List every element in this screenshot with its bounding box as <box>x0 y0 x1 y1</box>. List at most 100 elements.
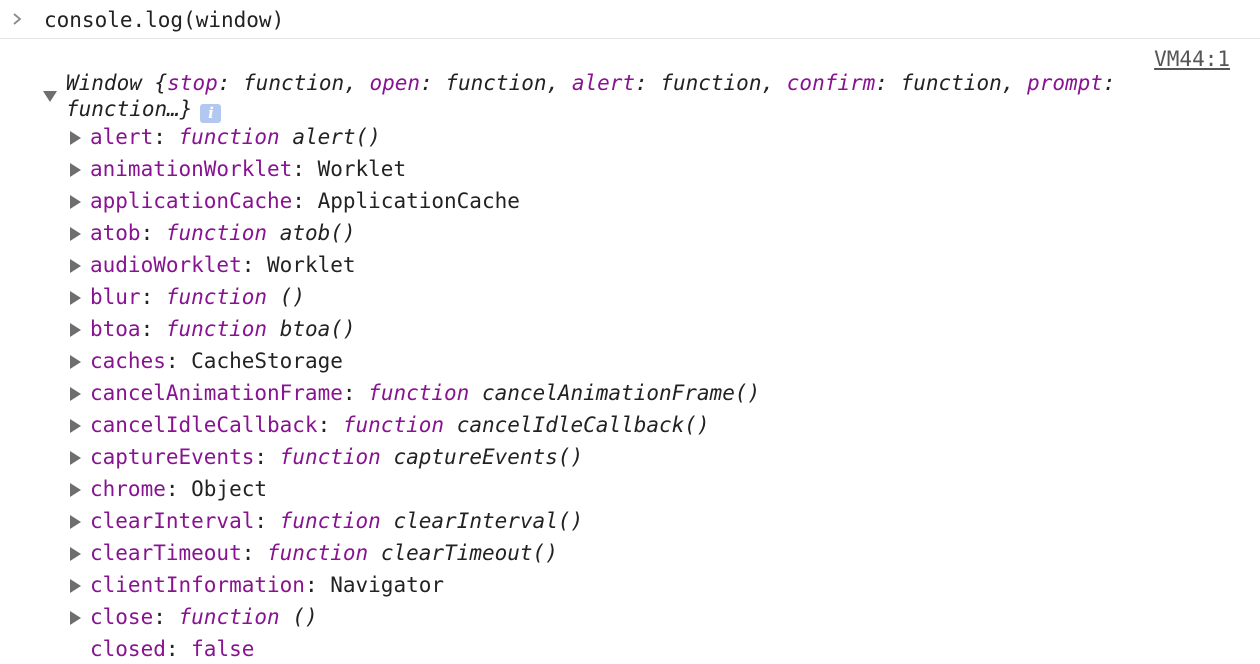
property-row-alert[interactable]: alert: function alert() <box>66 121 760 153</box>
triangle-right-icon[interactable] <box>68 610 82 626</box>
property-separator: : <box>292 189 318 213</box>
function-signature: () <box>292 605 318 629</box>
property-separator: : <box>153 605 179 629</box>
summary-value: function <box>660 71 762 95</box>
property-row-captureEvents[interactable]: captureEvents: function captureEvents() <box>66 441 760 473</box>
property-key: closed <box>90 637 166 661</box>
property-value: Worklet <box>317 157 407 181</box>
property-value: Worklet <box>267 253 356 277</box>
property-row-applicationCache[interactable]: applicationCache: ApplicationCache <box>66 185 760 217</box>
property-key: clearTimeout <box>90 541 242 565</box>
triangle-right-icon[interactable] <box>68 322 82 338</box>
property-row-blur[interactable]: blur: function () <box>66 281 760 313</box>
triangle-right-icon[interactable] <box>68 514 82 530</box>
object-class-name: Window { <box>66 71 168 95</box>
info-icon[interactable]: i <box>200 104 222 123</box>
property-row-btoa[interactable]: btoa: function btoa() <box>66 313 760 345</box>
property-key: btoa <box>90 317 141 341</box>
property-value: CacheStorage <box>191 349 343 373</box>
property-key: close <box>90 605 154 629</box>
summary-key: open <box>369 71 421 95</box>
property-separator: : <box>165 477 192 501</box>
triangle-right-icon[interactable] <box>68 130 82 146</box>
function-signature: captureEvents() <box>393 445 584 469</box>
property-row-cancelIdleCallback[interactable]: cancelIdleCallback: function cancelIdleC… <box>66 409 760 441</box>
property-key: audioWorklet <box>90 253 242 277</box>
function-signature: clearTimeout() <box>380 541 558 565</box>
triangle-right-icon[interactable] <box>68 162 82 178</box>
function-keyword: function <box>267 541 369 565</box>
console-input-text[interactable]: console.log(window) <box>44 8 285 32</box>
summary-separator: : <box>1102 71 1116 95</box>
triangle-right-icon[interactable] <box>68 226 82 242</box>
function-keyword: function <box>178 605 280 629</box>
triangle-right-icon[interactable] <box>68 482 82 498</box>
property-value: Object <box>191 477 268 501</box>
triangle-right-icon[interactable] <box>68 450 82 466</box>
triangle-right-icon[interactable] <box>68 258 82 274</box>
property-separator: : <box>292 157 318 181</box>
property-key: cancelAnimationFrame <box>90 381 343 405</box>
property-separator: : <box>342 381 369 405</box>
object-summary[interactable]: Window {stop: function, open: function, … <box>66 70 1206 123</box>
triangle-right-icon[interactable] <box>68 546 82 562</box>
property-separator: : <box>140 317 166 341</box>
property-separator: : <box>140 221 166 245</box>
property-key: captureEvents <box>90 445 255 469</box>
summary-separator: : <box>875 71 901 95</box>
property-row-cancelAnimationFrame[interactable]: cancelAnimationFrame: function cancelAni… <box>66 377 760 409</box>
property-row-animationWorklet[interactable]: animationWorklet: Worklet <box>66 153 760 185</box>
property-row-clearInterval[interactable]: clearInterval: function clearInterval() <box>66 505 760 537</box>
console-input-line[interactable]: console.log(window) <box>0 0 1260 39</box>
triangle-right-icon[interactable] <box>68 578 82 594</box>
triangle-right-icon[interactable] <box>68 418 82 434</box>
property-row-closed: closed: false <box>66 633 760 664</box>
function-signature: clearInterval() <box>393 509 584 533</box>
property-separator: : <box>254 445 280 469</box>
property-key: clearInterval <box>90 509 255 533</box>
summary-separator: : <box>420 71 446 95</box>
property-separator: : <box>317 413 343 437</box>
function-signature: atob() <box>279 221 356 245</box>
property-row-caches[interactable]: caches: CacheStorage <box>66 345 760 377</box>
function-keyword: function <box>165 285 268 309</box>
property-value: Navigator <box>330 573 445 597</box>
property-list: alert: function alert()animationWorklet:… <box>66 121 760 664</box>
property-key: animationWorklet <box>90 157 293 181</box>
property-separator: : <box>304 573 331 597</box>
function-keyword: function <box>165 317 268 341</box>
property-row-close[interactable]: close: function () <box>66 601 760 633</box>
triangle-right-icon[interactable] <box>68 290 82 306</box>
function-keyword: function <box>342 413 445 437</box>
property-key: blur <box>90 285 141 309</box>
function-keyword: function <box>279 445 381 469</box>
function-signature: () <box>279 285 305 309</box>
summary-key: alert <box>571 71 636 95</box>
triangle-right-icon[interactable] <box>68 194 82 210</box>
summary-comma: , <box>344 71 370 95</box>
triangle-down-icon[interactable] <box>42 88 58 104</box>
property-row-clientInformation[interactable]: clientInformation: Navigator <box>66 569 760 601</box>
function-keyword: function <box>165 221 268 245</box>
property-key: chrome <box>90 477 166 501</box>
property-row-chrome[interactable]: chrome: Object <box>66 473 760 505</box>
property-separator: : <box>165 349 192 373</box>
summary-separator: : <box>635 71 661 95</box>
property-key: applicationCache <box>90 189 293 213</box>
property-separator: : <box>254 509 280 533</box>
summary-key: confirm <box>786 71 876 95</box>
summary-value: function <box>243 71 345 95</box>
function-signature: alert() <box>292 125 381 149</box>
function-signature: cancelAnimationFrame() <box>481 381 761 405</box>
function-keyword: function <box>279 509 381 533</box>
chevron-right-icon <box>13 13 22 25</box>
triangle-right-icon[interactable] <box>68 354 82 370</box>
property-row-audioWorklet[interactable]: audioWorklet: Worklet <box>66 249 760 281</box>
property-value: false <box>191 637 255 661</box>
triangle-right-icon[interactable] <box>68 386 82 402</box>
property-row-clearTimeout[interactable]: clearTimeout: function clearTimeout() <box>66 537 760 569</box>
source-location-link[interactable]: VM44:1 <box>1154 47 1230 71</box>
property-row-atob[interactable]: atob: function atob() <box>66 217 760 249</box>
summary-key: stop <box>167 71 218 95</box>
property-value: ApplicationCache <box>317 189 520 213</box>
